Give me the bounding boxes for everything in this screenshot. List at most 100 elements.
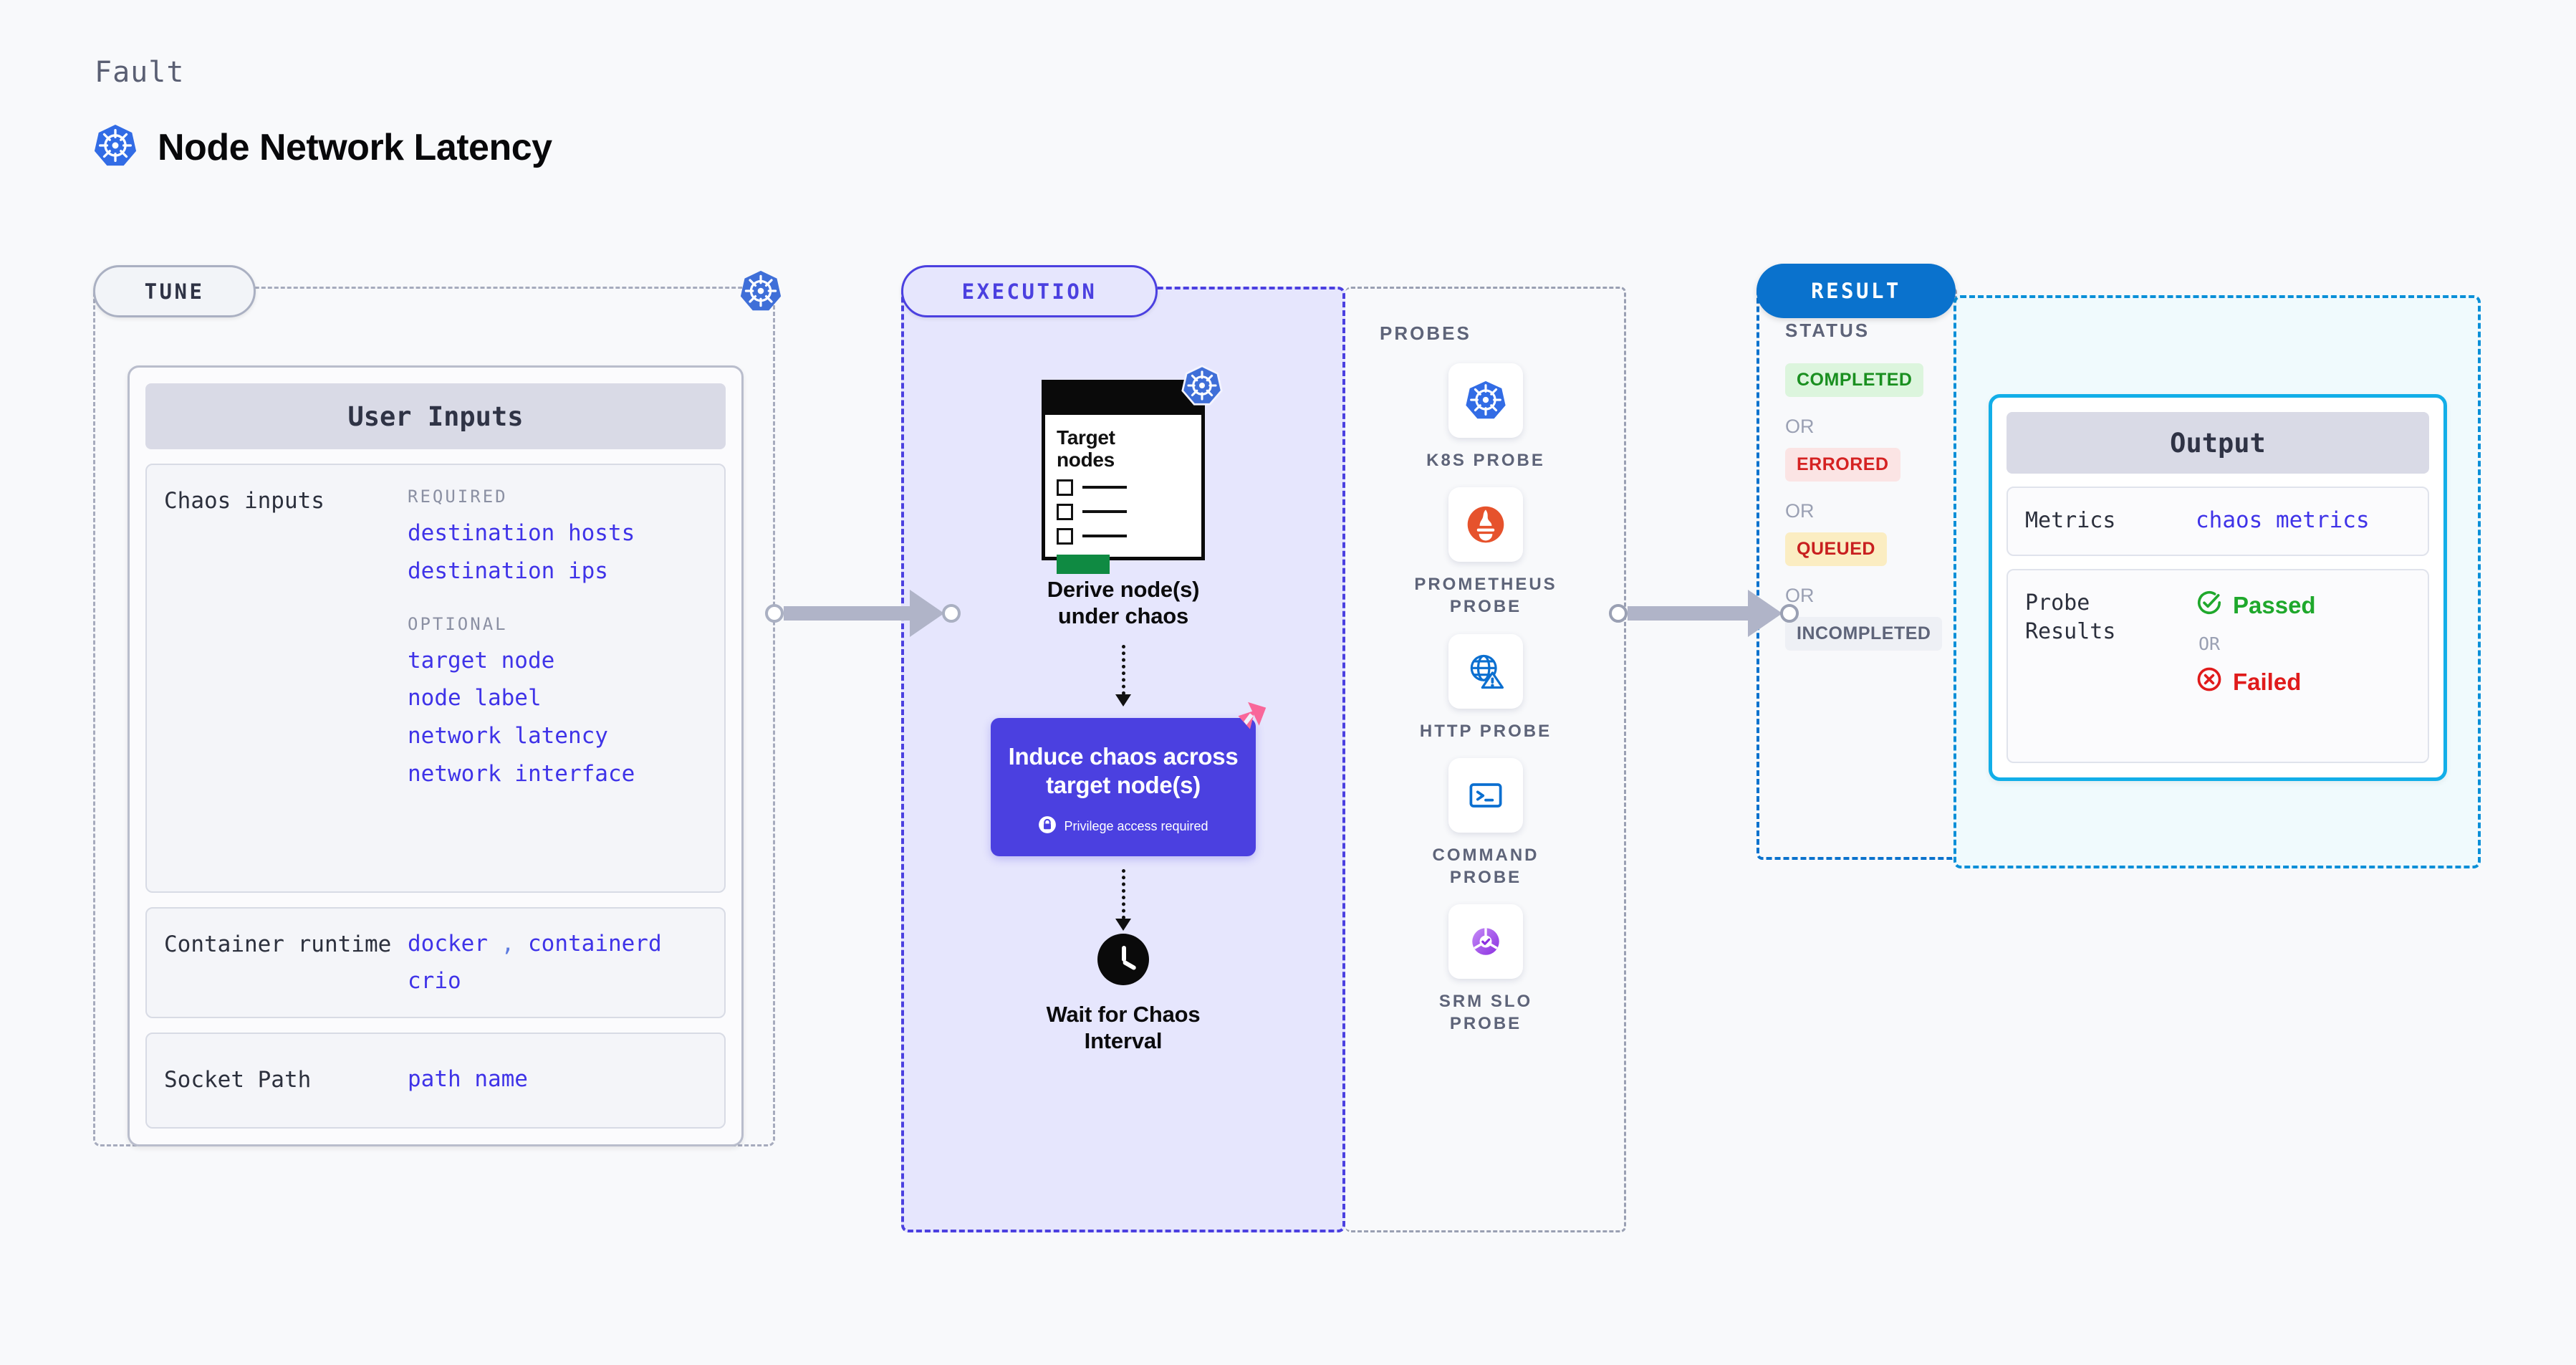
checklist-line	[1082, 510, 1127, 514]
container-runtime-label: Container runtime	[164, 931, 392, 957]
probe-results-label: Probe Results	[2025, 589, 2196, 744]
metrics-values: chaos metrics	[2196, 507, 2370, 536]
or-divider: OR	[1785, 416, 1815, 437]
probe-item-srm-slo[interactable]: SRM SLO PROBE	[1345, 904, 1626, 1035]
connector-arrowhead	[1748, 590, 1782, 637]
chaos-input-value[interactable]: destination ips	[408, 557, 608, 584]
probe-results-values: Passed OR Failed	[2196, 589, 2316, 744]
arrow-head	[1115, 694, 1131, 707]
probes-title: PROBES	[1380, 322, 1471, 344]
card-titlebar	[1045, 383, 1201, 415]
user-inputs-header: User Inputs	[145, 383, 726, 449]
target-nodes-title-1: Target	[1057, 426, 1115, 449]
result-badge[interactable]: RESULT	[1756, 264, 1956, 318]
checkbox-icon	[1057, 527, 1073, 545]
step-label-line: Interval	[1084, 1028, 1163, 1053]
chaos-inputs-values: REQUIRED destination hosts destination i…	[408, 487, 635, 870]
chaos-title-line: Induce chaos across	[1008, 743, 1239, 770]
checkbox-icon	[1057, 503, 1073, 520]
socket-path-values: path name	[408, 1065, 528, 1096]
probe-label: COMMAND PROBE	[1433, 844, 1539, 889]
connector-arrowhead	[910, 590, 944, 637]
probe-label-line: K8S PROBE	[1426, 451, 1545, 470]
checklist-line	[1082, 535, 1127, 538]
step-label-derive: Derive node(s) under chaos	[1047, 576, 1200, 629]
kubernetes-icon	[93, 123, 138, 171]
user-inputs-card: User Inputs Chaos inputs REQUIRED destin…	[128, 365, 744, 1146]
chaos-input-value[interactable]: node label	[408, 685, 542, 712]
terminal-icon	[1448, 757, 1523, 833]
or-divider: OR	[1785, 585, 1815, 606]
checklist-row	[1057, 503, 1191, 520]
probe-label-line: PROBE	[1449, 1014, 1522, 1034]
output-card: Output Metrics chaos metrics Probe Resul…	[1989, 394, 2447, 781]
runtime-docker[interactable]: docker	[408, 930, 488, 957]
container-runtime-values: docker , containerd crio	[408, 930, 662, 996]
flow-arrow	[1115, 645, 1131, 707]
connector-shaft	[784, 606, 911, 621]
clock-icon	[1097, 933, 1149, 985]
chaos-input-value[interactable]: network latency	[408, 723, 608, 749]
checklist-row	[1057, 479, 1191, 496]
runtime-crio[interactable]: crio	[408, 968, 461, 995]
probe-item-command[interactable]: COMMAND PROBE	[1345, 757, 1626, 889]
privilege-note: Privilege access required	[1005, 815, 1241, 838]
chaos-input-value[interactable]: destination hosts	[408, 520, 635, 546]
kubernetes-icon	[1181, 365, 1223, 410]
runtime-value-row: docker , containerd	[408, 930, 662, 958]
probe-item-prometheus[interactable]: PROMETHEUS PROBE	[1345, 487, 1626, 618]
progress-bar	[1057, 554, 1110, 574]
step-label-line: Wait for Chaos	[1046, 1001, 1201, 1027]
chaos-inputs-label: Chaos inputs	[164, 488, 325, 514]
connector-execution-to-result	[1609, 590, 1799, 637]
status-badge-queued: QUEUED	[1785, 532, 1887, 566]
runtime-separator: ,	[501, 930, 515, 957]
fault-title-row: Node Network Latency	[93, 123, 552, 171]
socket-path-section: Socket Path path name	[145, 1033, 726, 1129]
probe-label-line: PROMETHEUS	[1414, 575, 1557, 595]
optional-group-title: OPTIONAL	[408, 613, 508, 634]
probe-item-k8s[interactable]: K8S PROBE	[1345, 363, 1626, 471]
tune-badge[interactable]: TUNE	[93, 265, 256, 317]
or-divider: OR	[1785, 500, 1815, 522]
chaos-input-value[interactable]: target node	[408, 647, 555, 674]
connector-tune-to-execution	[765, 590, 961, 637]
probe-label: PROMETHEUS PROBE	[1414, 573, 1557, 618]
chaos-input-value[interactable]: network interface	[408, 760, 635, 787]
probe-results-label-line: Results	[2025, 619, 2116, 644]
page-title: Node Network Latency	[158, 126, 552, 168]
socket-path-value[interactable]: path name	[408, 1066, 528, 1093]
probe-list: K8S PROBE PROMETHEUS PROBE	[1345, 363, 1626, 1035]
flow-arrow	[1115, 868, 1131, 931]
slo-donut-icon	[1448, 904, 1523, 980]
runtime-containerd[interactable]: containerd	[528, 930, 662, 957]
globe-warning-icon	[1448, 633, 1523, 709]
litmus-icon	[1227, 698, 1272, 746]
probe-label: HTTP PROBE	[1420, 720, 1552, 742]
arrow-line	[1121, 645, 1125, 696]
probe-result-failed: Failed	[2196, 666, 2316, 699]
or-divider: OR	[2198, 633, 2221, 654]
connector-end-dot	[1780, 604, 1799, 623]
execution-badge[interactable]: EXECUTION	[901, 265, 1158, 317]
probe-item-http[interactable]: HTTP PROBE	[1345, 633, 1626, 742]
checkbox-icon	[1057, 479, 1073, 496]
privilege-note-text: Privilege access required	[1064, 818, 1208, 833]
probe-result-passed: Passed	[2196, 589, 2316, 622]
container-runtime-section: Container runtime docker , containerd cr…	[145, 906, 726, 1019]
step-label-line: Derive node(s)	[1047, 577, 1200, 602]
metrics-label: Metrics	[2025, 508, 2116, 533]
required-group-title: REQUIRED	[408, 487, 508, 507]
chaos-title-line: target node(s)	[1046, 771, 1201, 798]
probe-label-line: HTTP PROBE	[1419, 721, 1552, 741]
probe-label-line: PROBE	[1449, 867, 1522, 887]
lock-icon	[1038, 815, 1057, 838]
arrow-head	[1115, 918, 1131, 931]
arrow-line	[1121, 868, 1125, 919]
metrics-value[interactable]: chaos metrics	[2196, 507, 2370, 533]
probe-label-line: SRM SLO	[1438, 992, 1533, 1012]
kubernetes-icon	[739, 269, 782, 316]
connector-start-dot	[1609, 604, 1628, 623]
induce-chaos-step[interactable]: Induce chaos across target node(s) Privi…	[991, 702, 1267, 856]
